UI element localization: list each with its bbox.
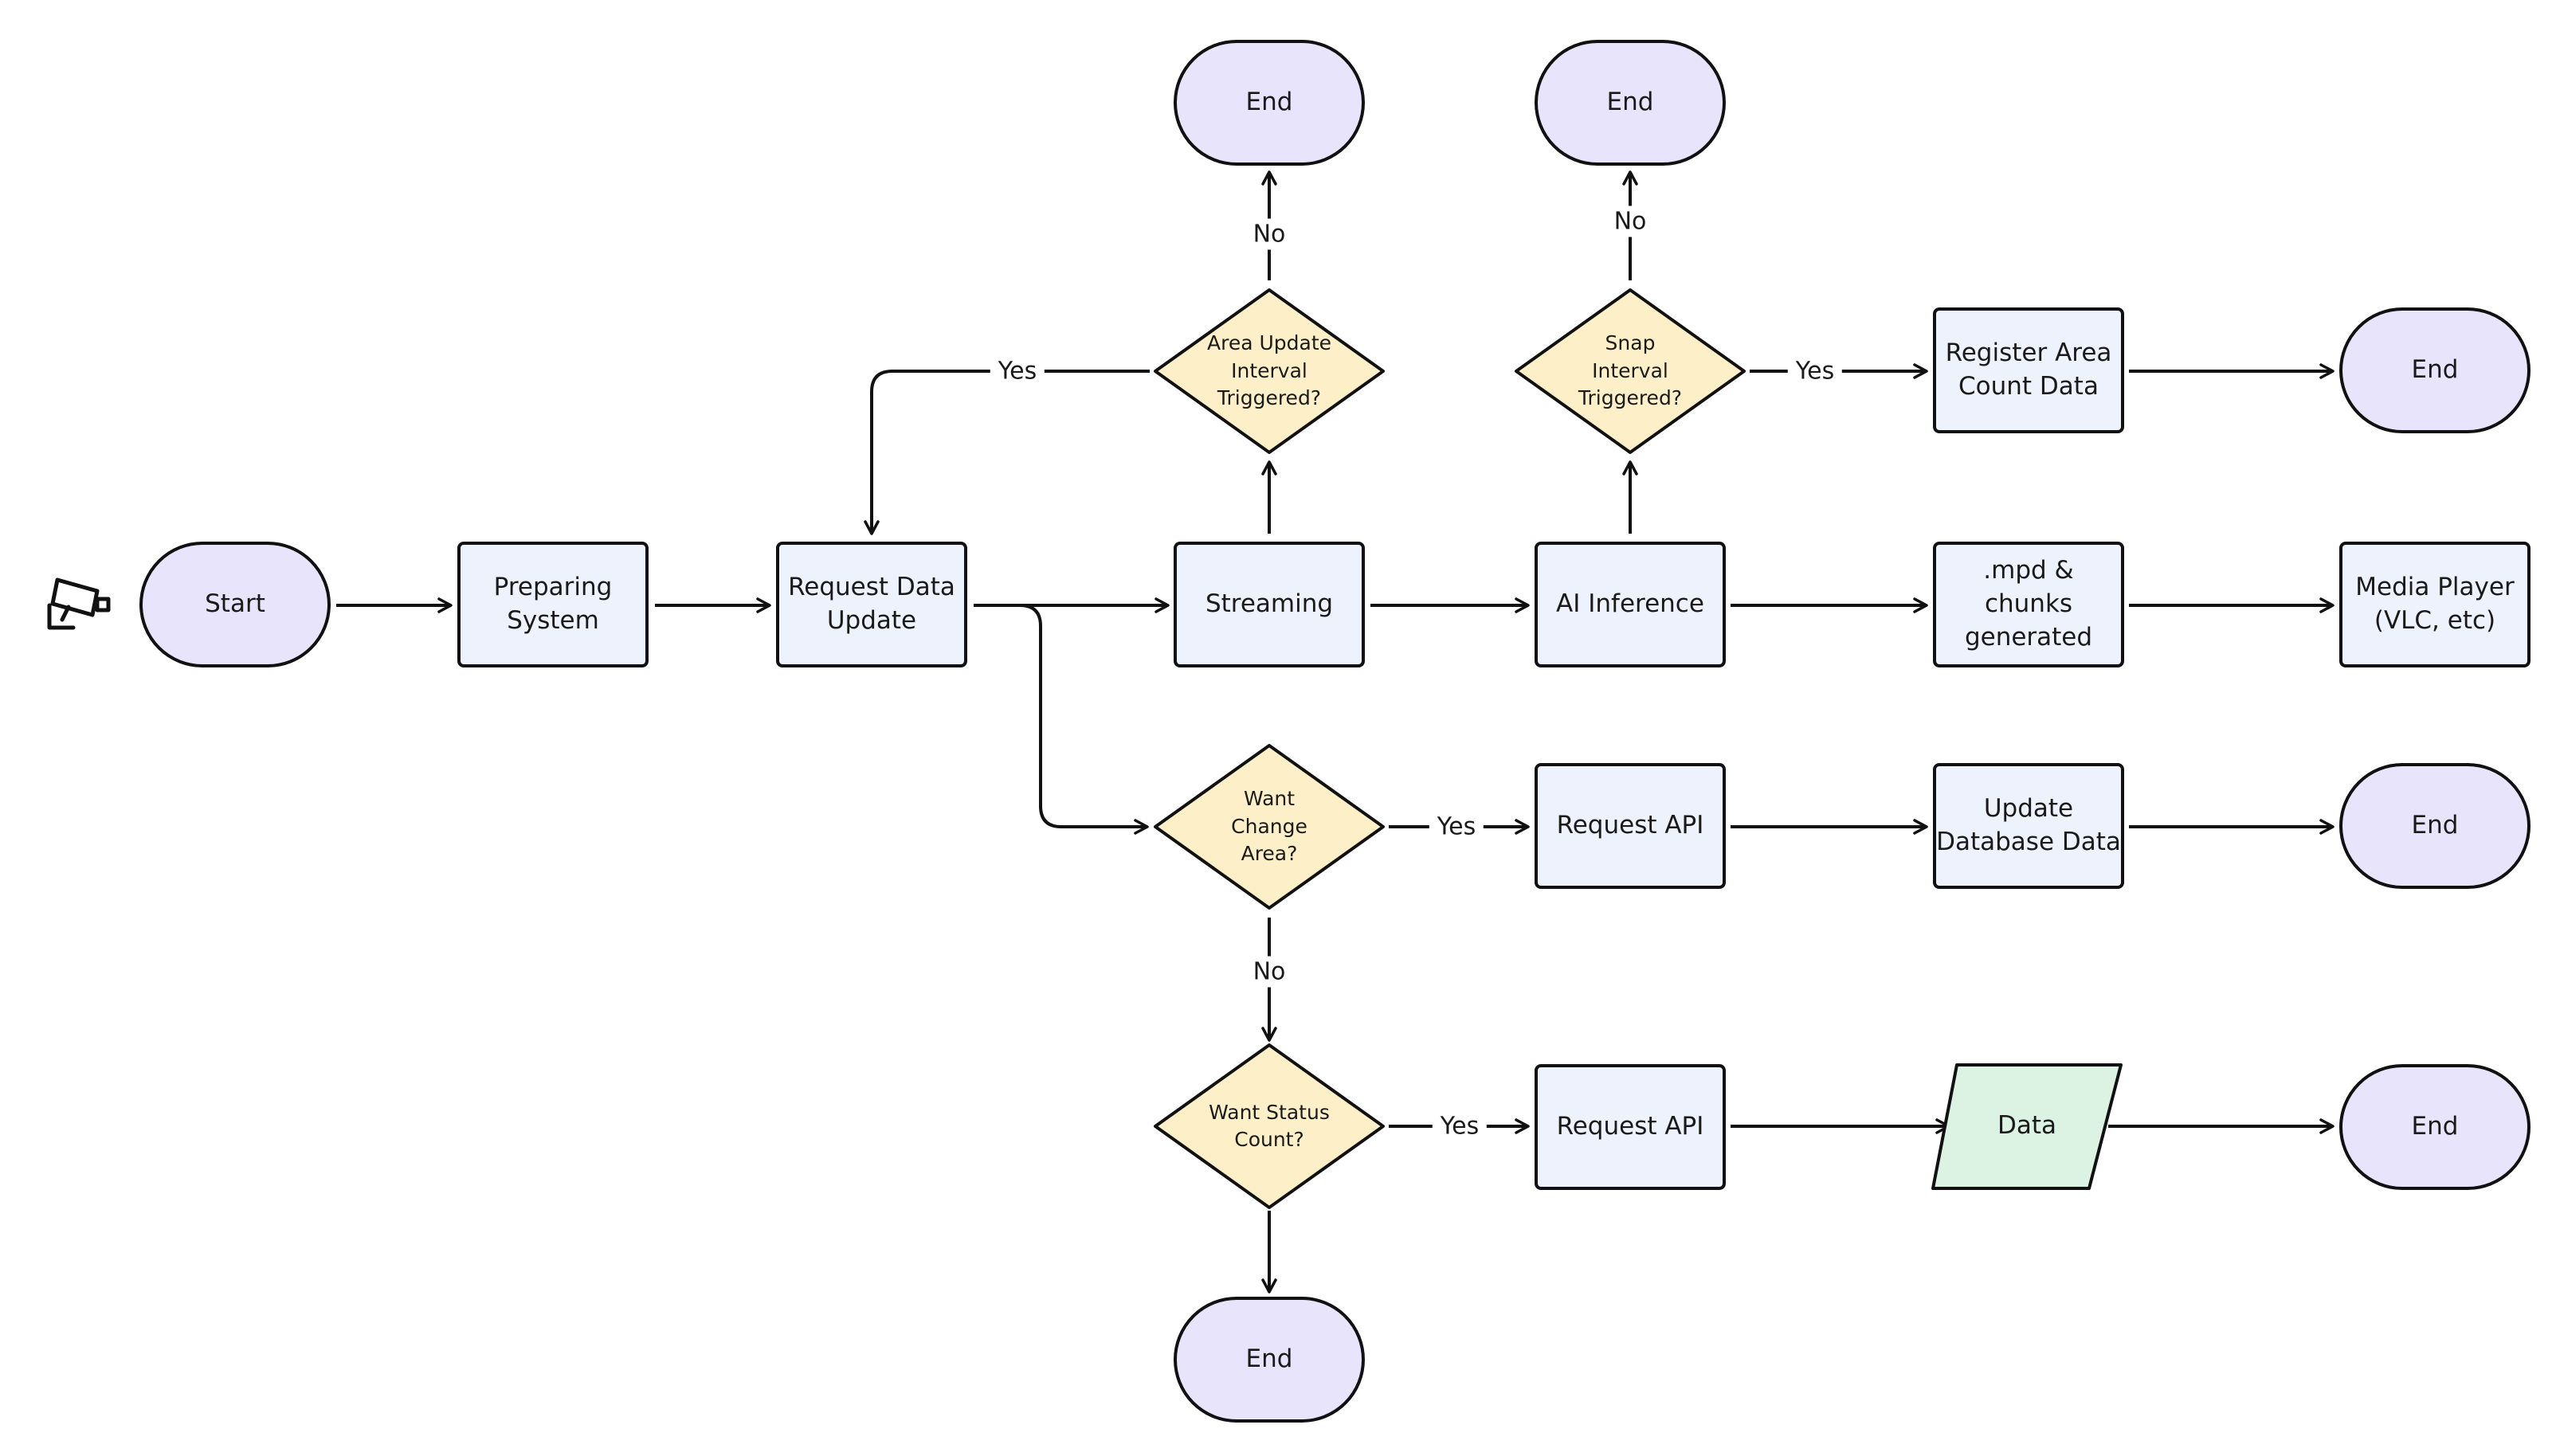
data-node-label: Data (1997, 1111, 2057, 1141)
snap-interval-decision-label: Snap Interval Triggered? (1578, 331, 1683, 410)
edge-label-snap-yes: Yes (1787, 355, 1843, 387)
edge-area-decision-yes-to-request-data (864, 370, 1150, 535)
preparing-system-node: Preparing System (457, 542, 649, 667)
end-node-update-db: End (2339, 763, 2531, 889)
update-database-node: Update Database Data (1933, 763, 2124, 889)
edge-label-change-yes: Yes (1429, 811, 1484, 843)
change-area-decision-label: Want Change Area? (1231, 787, 1307, 866)
ai-inference-node: AI Inference (1535, 542, 1726, 667)
edge-label-snap-no: No (1605, 205, 1655, 237)
change-area-decision-shape (1154, 744, 1385, 910)
end-node-snap-interval: End (1535, 40, 1726, 166)
edge-label-area-no: No (1245, 218, 1294, 250)
edge-label-status-yes: Yes (1432, 1110, 1488, 1142)
end-node-register: End (2339, 307, 2531, 433)
mpd-chunks-node: .mpd & chunks generated (1933, 542, 2124, 667)
request-data-update-node: Request Data Update (776, 542, 967, 667)
edge-label-area-yes: Yes (990, 355, 1045, 387)
media-player-node: Media Player (VLC, etc) (2339, 542, 2531, 667)
security-camera-icon (47, 577, 111, 630)
streaming-node: Streaming (1174, 542, 1365, 667)
register-area-count-node: Register Area Count Data (1933, 307, 2124, 433)
end-node-status-count: End (1174, 1297, 1365, 1423)
request-api-status-node: Request API (1535, 1064, 1726, 1190)
snap-interval-decision-shape (1515, 288, 1746, 454)
area-update-decision-label: Area Update Interval Triggered? (1206, 331, 1332, 410)
edge-label-change-no: No (1245, 956, 1294, 988)
request-api-change-node: Request API (1535, 763, 1726, 889)
data-shape (1931, 1063, 2123, 1190)
end-node-area-update: End (1174, 40, 1365, 166)
start-node: Start (139, 542, 331, 667)
area-update-decision-shape (1154, 288, 1385, 454)
end-node-data: End (2339, 1064, 2531, 1190)
status-count-decision-shape (1154, 1043, 1385, 1209)
edge-request-data-to-change-area (1019, 604, 1149, 835)
status-count-decision-label: Want Status Count? (1209, 1100, 1330, 1152)
